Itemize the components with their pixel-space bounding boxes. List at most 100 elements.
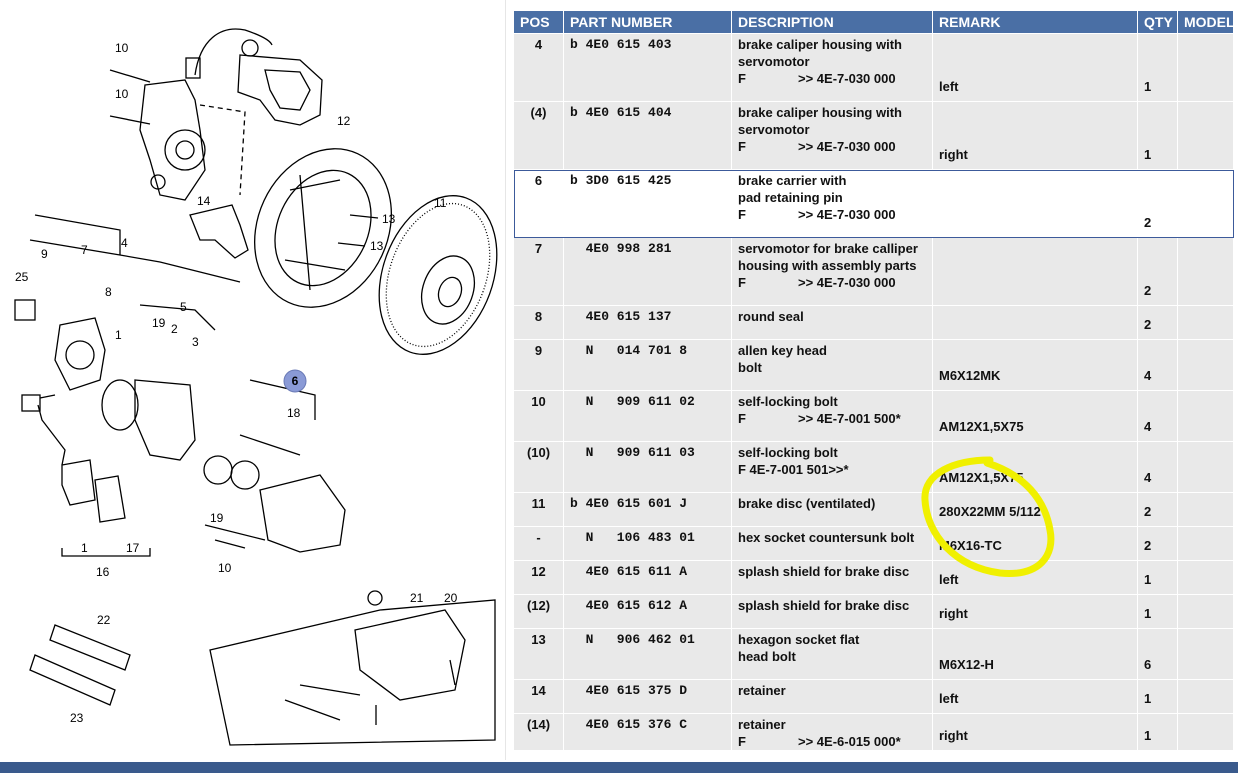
cell-remark: left [932, 679, 1138, 714]
cell-pos: 8 [513, 305, 564, 340]
description-line: brake disc (ventilated) [738, 496, 876, 511]
diagram-label: 18 [287, 406, 301, 420]
diagram-label: 10 [218, 561, 232, 575]
cell-model [1177, 390, 1234, 442]
cell-qty: 1 [1137, 679, 1178, 714]
cell-pos: 9 [513, 339, 564, 391]
col-header-description[interactable]: DESCRIPTION [731, 10, 933, 34]
cell-model [1177, 679, 1234, 714]
cell-qty: 4 [1137, 390, 1178, 442]
selected-position-badge[interactable]: 6 [283, 369, 307, 393]
cell-description: splash shield for brake disc [731, 560, 933, 595]
diagram-label: 10 [115, 41, 129, 55]
description-line: servomotor [738, 54, 810, 69]
cell-pos: (12) [513, 594, 564, 629]
col-header-pos[interactable]: POS [513, 10, 564, 34]
cell-qty: 1 [1137, 713, 1178, 751]
cell-remark: 280X22MM 5/112 [932, 492, 1138, 527]
diagram-label: 11 [434, 196, 447, 210]
footnote-code: F [738, 139, 746, 154]
diagram-label: 16 [96, 565, 110, 579]
description-line: round seal [738, 309, 804, 324]
cell-part-number: 4E0 615 375 D [563, 679, 732, 714]
cell-part-number: N 906 462 01 [563, 628, 732, 680]
col-header-part-number[interactable]: PART NUMBER [563, 10, 732, 34]
diagram-label: 3 [192, 335, 199, 349]
cell-remark: right [932, 713, 1138, 751]
cell-model [1177, 169, 1234, 238]
cell-remark: left [932, 33, 1138, 102]
diagram-label: 7 [81, 243, 88, 257]
cell-qty: 1 [1137, 101, 1178, 170]
cell-part-number: 4E0 615 376 C [563, 713, 732, 751]
badge-label: 6 [292, 374, 299, 388]
description-line: housing with assembly parts [738, 258, 917, 273]
cell-model [1177, 237, 1234, 306]
diagram-label: 20 [444, 591, 458, 605]
cell-model [1177, 628, 1234, 680]
diagram-label: 8 [105, 285, 112, 299]
cell-pos: 6 [513, 169, 564, 238]
description-line: retainer [738, 683, 786, 698]
col-header-model[interactable]: MODEL [1177, 10, 1235, 34]
cell-part-number: N 909 611 02 [563, 390, 732, 442]
footnote-line: F>> 4E-7-030 000 [738, 206, 926, 223]
cell-part-number: 4E0 615 137 [563, 305, 732, 340]
diagram-label: 5 [180, 300, 187, 314]
footnote-ref: >> 4E-6-015 000* [798, 734, 901, 749]
cell-remark: right [932, 594, 1138, 629]
cell-remark: AM12X1,5X75 [932, 441, 1138, 493]
description-line: splash shield for brake disc [738, 564, 910, 579]
diagram-label: 22 [97, 613, 111, 627]
diagram-label: 2 [171, 322, 178, 336]
panel-divider [505, 0, 506, 760]
cell-part-number: b 4E0 615 601 J [563, 492, 732, 527]
cell-description: splash shield for brake disc [731, 594, 933, 629]
cell-pos: 4 [513, 33, 564, 102]
cell-part-number: N 909 611 03 [563, 441, 732, 493]
description-line: servomotor [738, 122, 810, 137]
diagram-label: 1 [115, 328, 122, 342]
cell-model [1177, 594, 1234, 629]
cell-pos: (4) [513, 101, 564, 170]
description-line: brake caliper housing with [738, 37, 902, 52]
cell-qty: 1 [1137, 594, 1178, 629]
footnote-line: F>> 4E-7-001 500* [738, 410, 926, 427]
cell-part-number: 4E0 615 611 A [563, 560, 732, 595]
cell-remark: M6X12-H [932, 628, 1138, 680]
diagram-label: 13 [370, 239, 384, 253]
cell-pos: (14) [513, 713, 564, 751]
diagram-label: 19 [210, 511, 224, 525]
parts-table: POS PART NUMBER DESCRIPTION REMARK QTY M… [513, 10, 1235, 751]
footnote-code: F [738, 275, 746, 290]
footnote-code: F [738, 411, 746, 426]
footnote-line: F>> 4E-6-015 000* [738, 733, 926, 750]
description-line: splash shield for brake disc [738, 598, 910, 613]
col-header-qty[interactable]: QTY [1137, 10, 1178, 34]
cell-description: retainer [731, 679, 933, 714]
footnote-ref: >> 4E-7-030 000 [798, 71, 896, 86]
cell-pos: 13 [513, 628, 564, 680]
col-header-remark[interactable]: REMARK [932, 10, 1138, 34]
cell-qty: 1 [1137, 33, 1178, 102]
cell-description: round seal [731, 305, 933, 340]
exploded-parts-diagram: 10 10 12 14 13 13 11 4 7 9 8 25 1 19 2 3… [14, 28, 498, 746]
